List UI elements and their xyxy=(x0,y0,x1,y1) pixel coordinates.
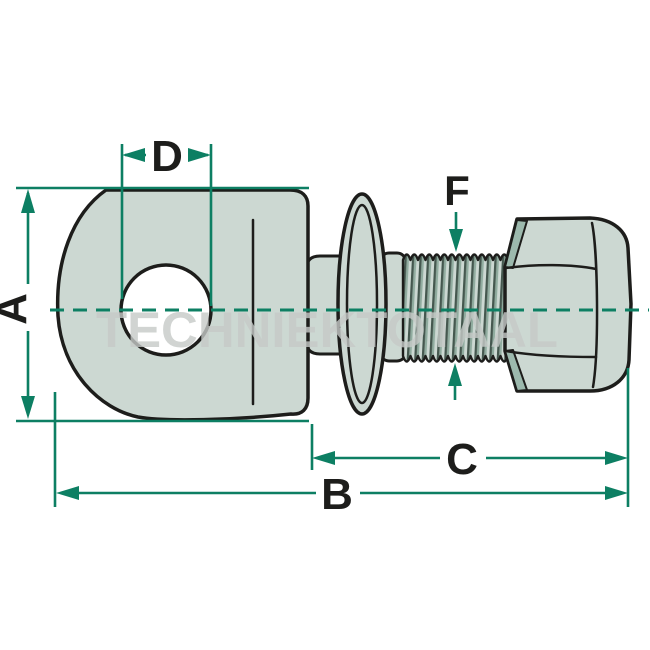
dim-c-arrow-left xyxy=(312,451,335,465)
dim-f-arrow-up xyxy=(448,363,462,386)
hex-nut-body xyxy=(503,216,633,393)
dim-d-arrow-right xyxy=(188,148,211,162)
dim-d-label: D xyxy=(151,132,183,181)
hex-nut-end-face-edge xyxy=(590,221,599,389)
dim-c-arrow-right xyxy=(605,451,628,465)
dimension-a: A xyxy=(0,186,309,423)
dim-b-label: B xyxy=(321,470,353,519)
dim-f-arrow-down xyxy=(449,229,463,252)
dimension-b: B xyxy=(53,368,630,519)
hex-nut xyxy=(503,216,633,393)
dim-c-label: C xyxy=(446,435,478,484)
dim-b-arrow-left xyxy=(56,486,79,500)
dim-b-arrow-right xyxy=(605,486,628,500)
hex-nut-chamfer-bottom xyxy=(504,349,528,392)
dim-a-arrow-down xyxy=(21,396,35,419)
dim-a-arrow-up xyxy=(21,189,35,213)
dimension-f: F xyxy=(444,167,470,400)
dim-d-arrow-left xyxy=(122,148,145,162)
hex-nut-facet-bottom-edge xyxy=(504,349,598,359)
dimension-c: C xyxy=(310,424,628,484)
dimension-d: D xyxy=(120,132,213,306)
dim-f-label: F xyxy=(444,167,470,214)
washer-face-edge xyxy=(345,203,379,405)
washer xyxy=(336,192,388,416)
dim-a-label: A xyxy=(0,293,36,325)
hex-nut-facet-top-edge xyxy=(504,263,598,271)
